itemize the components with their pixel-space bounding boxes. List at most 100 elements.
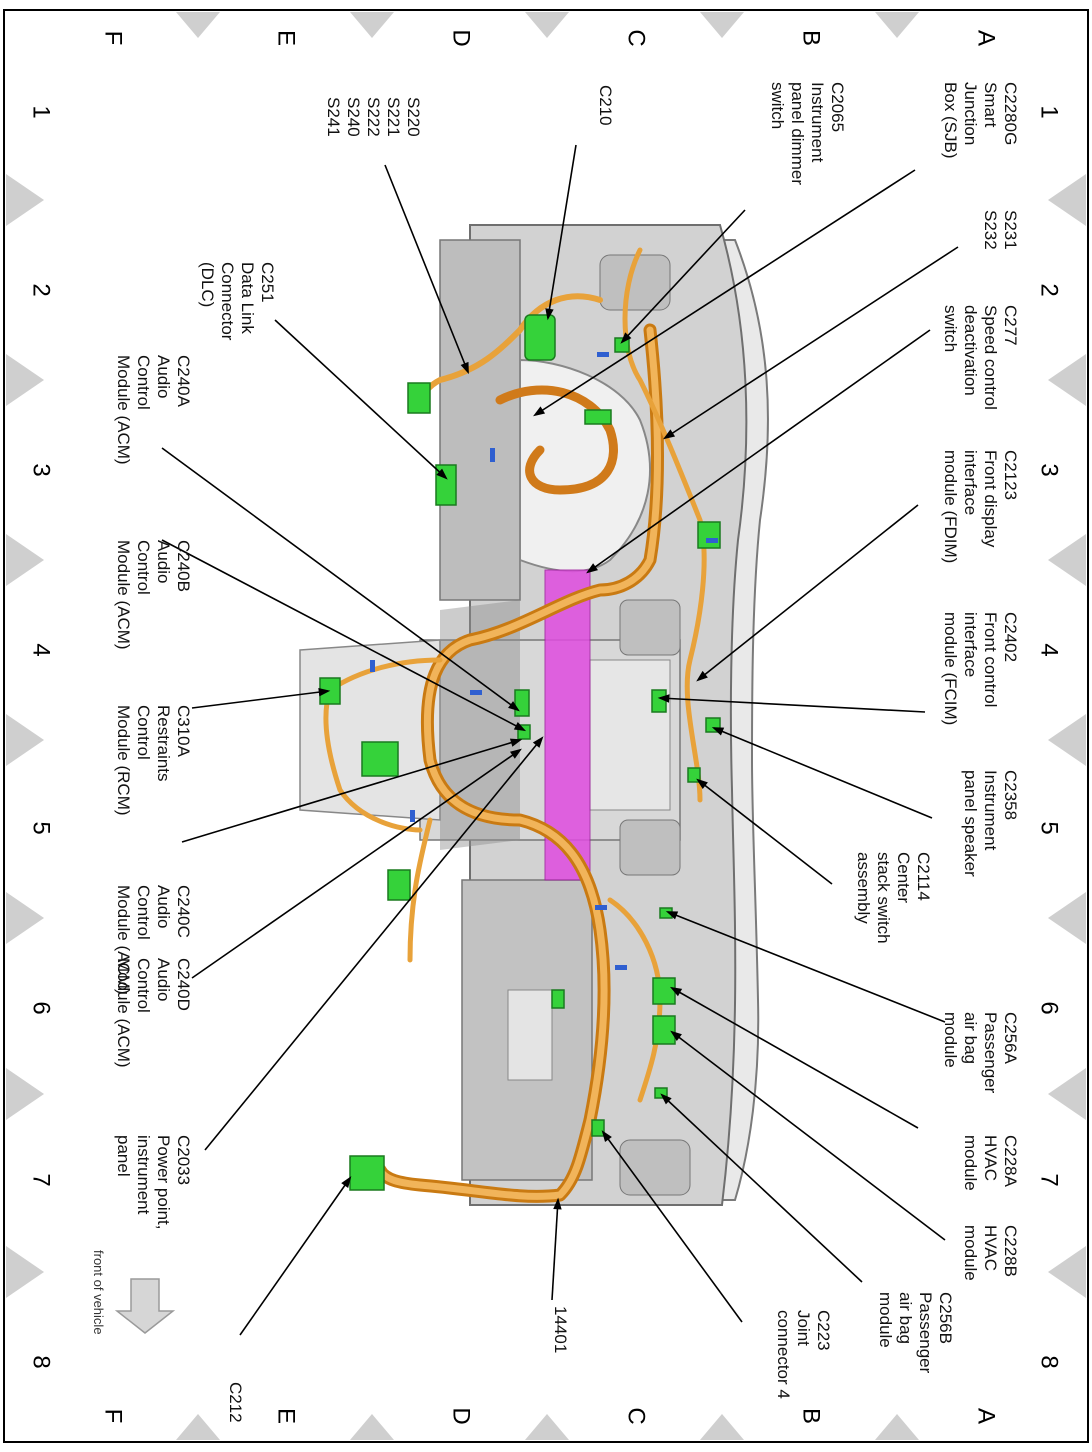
grid-col-label-left: 5 <box>28 821 55 834</box>
callout-line: C240A <box>174 355 193 408</box>
callout-line: C212 <box>226 1382 245 1423</box>
leader-line-c251 <box>274 319 447 479</box>
leader-line-c277 <box>587 329 931 573</box>
clip <box>615 965 627 970</box>
leader-arrowhead <box>509 738 523 747</box>
callout-line: C210 <box>596 85 615 126</box>
glovebox-latch <box>507 989 553 1081</box>
callout-line: Audio <box>154 540 173 583</box>
callout-c2123: C2123Front displayinterfacemodule (FDIM) <box>941 450 1020 563</box>
grid-marker-top <box>176 12 220 38</box>
callout-line: Module (ACM) <box>114 355 133 465</box>
leader-arrowhead <box>711 727 725 736</box>
grid-marker-left <box>6 534 44 586</box>
callout-c240b: C240BAudioControlModule (ACM) <box>114 540 193 650</box>
clip <box>597 352 609 357</box>
leader-arrowhead <box>508 701 520 712</box>
leader-arrowhead <box>696 778 708 790</box>
callout-line: C223 <box>814 1310 833 1351</box>
harness-clips <box>370 352 718 970</box>
callout-line: S232 <box>981 210 1000 250</box>
connector-c228a <box>652 977 676 1005</box>
callout-line: C2123 <box>1001 450 1020 500</box>
callout-line: C2280G <box>1001 82 1020 145</box>
grid-col-label-left: 6 <box>28 1001 55 1014</box>
radio-face <box>589 659 671 811</box>
callout-c210: C210 <box>596 85 615 126</box>
grid-marker-right <box>1048 174 1086 226</box>
grid-marker-bottom <box>525 1414 569 1440</box>
callout-line: module <box>961 1225 980 1281</box>
grid-marker-right <box>1048 354 1086 406</box>
leader-arrowhead <box>532 736 544 748</box>
callout-c240d: C240DAudioControlModule (ACM) <box>114 958 193 1068</box>
leader-arrowhead <box>696 670 708 682</box>
callout-c228a: C228AHVACmodule <box>961 1135 1020 1191</box>
leader-line-c212 <box>239 1177 351 1336</box>
grid-marker-bottom <box>700 1414 744 1440</box>
grid-row-label-bottom: F <box>100 1409 127 1424</box>
leader-line-s231 <box>664 246 959 439</box>
grid-marker-bottom <box>875 1414 919 1440</box>
harness-console-branch <box>323 657 443 833</box>
leader-arrowhead <box>669 986 683 997</box>
grid-row-label-top: A <box>973 30 1000 46</box>
callout-line: panel dimmer <box>788 82 807 185</box>
leader-line-c223 <box>602 1131 743 1323</box>
grid-col-label-right: 2 <box>1036 283 1063 296</box>
callout-line: module <box>941 1012 960 1068</box>
callout-line: C310A <box>174 705 193 758</box>
callout-line: interface <box>961 612 980 677</box>
grid-col-label-left: 2 <box>28 283 55 296</box>
callout-line: C277 <box>1001 305 1020 346</box>
callout-line: Smart <box>981 82 1000 128</box>
callout-line: Front display <box>981 450 1000 548</box>
callout-line: C228A <box>1001 1135 1020 1188</box>
grid-row-label-top: F <box>100 31 127 46</box>
grid-marker-top <box>525 12 569 38</box>
wire-harness-14401 <box>323 247 707 1203</box>
callout-line: Module (ACM) <box>114 885 133 995</box>
callout-line: module (FCIM) <box>941 612 960 725</box>
vent-center-left <box>619 599 681 656</box>
grid-col-label-right: 7 <box>1036 1173 1063 1186</box>
grid-marker-bottom <box>176 1414 220 1440</box>
callout-line: C2033 <box>174 1135 193 1185</box>
leader-line-c256a <box>667 911 946 1023</box>
callout-line: interface <box>961 450 980 515</box>
leader-line-c240d <box>191 749 521 979</box>
leader-line-c2114 <box>697 779 833 885</box>
leader-arrowhead <box>318 687 331 697</box>
callout-line: C240D <box>174 958 193 1011</box>
clip <box>370 660 375 672</box>
leader-arrowhead <box>586 563 598 574</box>
grid-marker-left <box>6 354 44 406</box>
leader-line-c2065 <box>621 209 746 343</box>
grid-marker-left <box>6 892 44 944</box>
clip <box>490 448 495 462</box>
callout-c310a: C310ARestraintsControlModule (RCM) <box>114 705 193 816</box>
leader-line-c228b <box>671 1031 946 1241</box>
connector-driver-left <box>407 382 431 414</box>
callout-labels: C2280GSmartJunctionBox (SJB)C2065Instrum… <box>114 82 1020 1423</box>
grid-marker-right <box>1048 1246 1086 1298</box>
callout-line: module <box>961 1135 980 1191</box>
leader-arrowhead <box>660 1093 672 1105</box>
leader-arrowhead <box>663 429 676 440</box>
callout-n14401: 14401 <box>551 1306 570 1353</box>
leader-line-c240c <box>181 739 521 843</box>
callout-line: C2065 <box>828 82 847 132</box>
clip <box>595 905 607 910</box>
callout-line: connector 4 <box>774 1310 793 1399</box>
connector-c228b <box>652 1015 676 1045</box>
callout-line: Module (RCM) <box>114 705 133 816</box>
callout-c240a: C240AAudioControlModule (ACM) <box>114 355 193 465</box>
callout-c2358: C2358Instrumentpanel speaker <box>961 770 1020 877</box>
leader-line-c240a <box>161 447 519 711</box>
callout-line: air bag <box>961 1012 980 1064</box>
callout-line: Module (ACM) <box>114 540 133 650</box>
leader-line-c256b <box>661 1094 863 1283</box>
callout-c256a: C256APassengerair bagmodule <box>941 1012 1020 1094</box>
connector-c256b <box>654 1087 668 1099</box>
leader-arrowhead <box>341 1176 352 1189</box>
